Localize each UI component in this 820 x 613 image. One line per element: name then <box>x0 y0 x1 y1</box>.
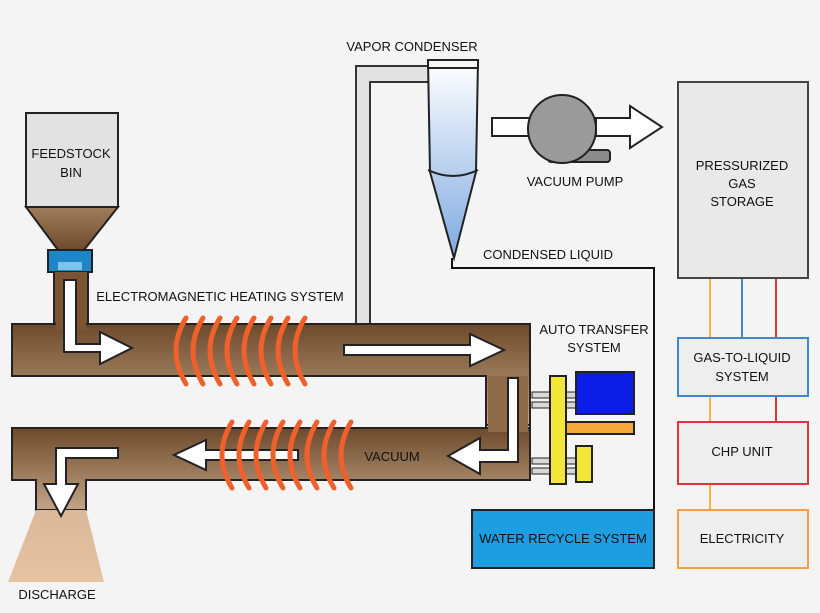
em-coil-lower <box>219 419 354 491</box>
vapor-condenser <box>426 59 480 262</box>
em-coil-upper <box>173 315 308 387</box>
auto-transfer-label-line2: SYSTEM <box>567 340 620 355</box>
chp-unit-box <box>677 421 809 485</box>
feedstock-bin-label-line1: FEEDSTOCK <box>31 146 111 161</box>
discharge-label: DISCHARGE <box>18 587 96 602</box>
gtl-label-line2: SYSTEM <box>715 369 768 384</box>
arrow-lower-left <box>171 438 299 472</box>
upper-heating-tube <box>11 323 531 426</box>
connector-lines <box>709 278 777 510</box>
arrow-discharge-down <box>42 447 119 519</box>
electricity-label: ELECTRICITY <box>700 531 785 546</box>
water-recycle-label: WATER RECYCLE SYSTEM <box>479 531 647 546</box>
arrow-upper-right <box>343 332 507 368</box>
feedstock-bin-label-line2: BIN <box>60 165 82 180</box>
lower-vacuum-tube <box>11 427 531 511</box>
vapor-condenser-label: VAPOR CONDENSER <box>346 39 477 54</box>
discharge-cone <box>8 510 104 582</box>
auto-transfer-system <box>531 371 635 485</box>
flow-arrows <box>42 279 519 519</box>
gtl-label-line1: GAS-TO-LIQUID <box>693 350 790 365</box>
pressurized-label-line2: GAS <box>728 176 756 191</box>
em-heating-label: ELECTROMAGNETIC HEATING SYSTEM <box>96 289 344 304</box>
chp-unit-label: CHP UNIT <box>711 444 772 459</box>
vacuum-pump <box>491 94 664 164</box>
electricity-box <box>677 509 809 569</box>
vapor-pipe <box>355 65 433 325</box>
condensed-liquid-label: CONDENSED LIQUID <box>483 247 613 262</box>
arrow-down-right <box>445 377 519 476</box>
condensed-liquid-line <box>451 258 655 510</box>
water-recycle-box <box>471 509 655 569</box>
vacuum-pump-label: VACUUM PUMP <box>527 174 624 189</box>
arrow-feed-down <box>63 279 135 366</box>
pressurized-label-line1: PRESSURIZED <box>696 158 788 173</box>
pressurized-gas-storage-box <box>677 81 809 279</box>
pressurized-label-line3: STORAGE <box>710 194 774 209</box>
auto-transfer-label-line1: AUTO TRANSFER <box>539 322 648 337</box>
gas-to-liquid-box <box>677 337 809 397</box>
vacuum-label: VACUUM <box>364 449 419 464</box>
